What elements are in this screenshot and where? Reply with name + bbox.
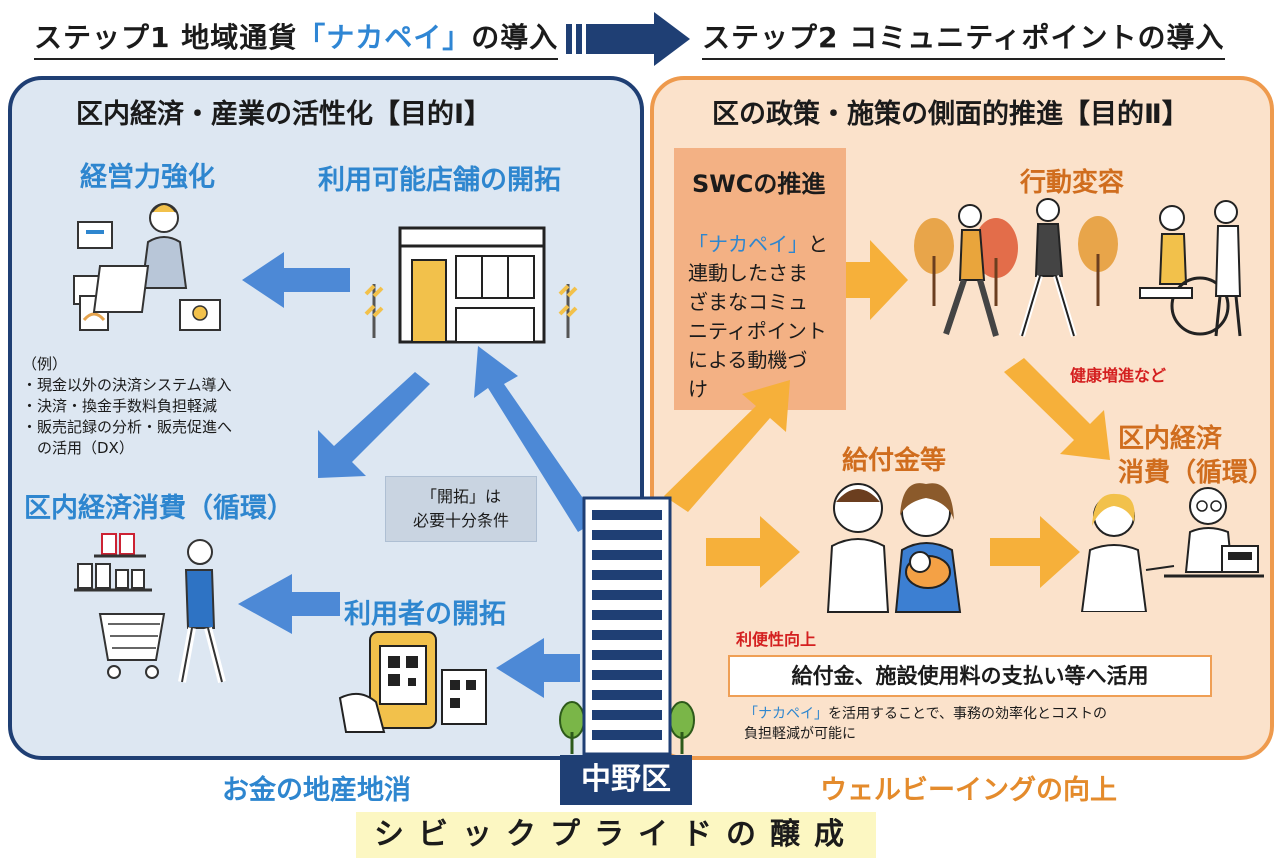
health-promotion-label: 健康増進など: [1070, 366, 1167, 385]
usage-box: 給付金、施設使用料の支払い等へ活用: [728, 655, 1212, 697]
nakapay-highlight: 「ナカペイ」: [297, 21, 472, 54]
economy-label-1: 区内経済: [1118, 424, 1223, 454]
nakapay-highlight: 「ナカペイ」: [688, 232, 808, 256]
wellbeing-label: ウェルビーイングの向上: [820, 775, 1117, 806]
ward-office-building-illustration: [559, 496, 695, 756]
qr-phone-illustration: [338, 631, 487, 733]
swc-title: SWCの推進: [692, 170, 826, 198]
store-illustration: [364, 226, 578, 344]
cashier-illustration: [1080, 487, 1264, 612]
arrow-users-to-shopper: [238, 574, 340, 634]
arrow-ward-to-swc: [664, 380, 790, 512]
stores-label: 利用可能店舗の開拓: [318, 165, 561, 196]
local-money-label: お金の地産地消: [222, 775, 411, 806]
step-transition-arrow: [566, 12, 690, 66]
examples-list: （例） ・現金以外の決済システム導入 ・決済・換金手数料負担軽減 ・販売記録の分…: [22, 354, 232, 459]
step2-title: ステップ2 コミュニティポイントの導入: [702, 16, 1225, 60]
users-label: 利用者の開拓: [344, 599, 506, 630]
management-label: 経営力強化: [80, 162, 215, 193]
arrow-swc-to-behavior: [846, 240, 908, 320]
benefits-label: 給付金等: [842, 446, 947, 476]
arrow-behavior-to-economy: [1004, 358, 1110, 460]
civic-pride-banner: シビックプライドの醸成: [356, 812, 876, 858]
arrow-store-to-management: [242, 252, 350, 308]
nakapay-highlight: 「ナカペイ」: [744, 706, 828, 722]
right-panel-title: 区の政策・施策の側面的推進【目的Ⅱ】: [712, 99, 1189, 130]
pioneering-note: 「開拓」は 必要十分条件: [385, 476, 537, 542]
example-line: ・現金以外の決済システム導入: [22, 376, 232, 394]
shopper-illustration: [74, 533, 226, 684]
arrow-benefits-to-economy: [990, 516, 1080, 588]
walking-people-illustration: [914, 198, 1242, 337]
example-line: （例）: [22, 355, 68, 373]
example-line: ・決済・換金手数料負担軽減: [22, 397, 218, 415]
circulation-label: 区内経済消費（循環）: [24, 493, 294, 524]
step1-title: ステップ1 地域通貨「ナカペイ」の導入: [34, 16, 559, 60]
economy-label-2: 消費（循環）: [1118, 458, 1275, 488]
efficiency-note: 「ナカペイ」を活用することで、事務の効率化とコストの 負担軽減が可能に: [744, 706, 1108, 742]
arrow-store-to-circulation: [318, 372, 430, 478]
example-line: ・販売記録の分析・販売促進へ: [22, 418, 233, 436]
arrow-ward-to-benefits: [706, 516, 800, 588]
convenience-label: 利便性向上: [736, 630, 817, 649]
nakano-ward-label: 中野区: [560, 755, 692, 805]
family-illustration: [826, 483, 962, 613]
behavior-change-label: 行動変容: [1020, 168, 1125, 198]
swc-description: 「ナカペイ」と 連動したさま ざまなコミュ ニティポイント による動機づ け: [688, 232, 828, 401]
swc-box: SWCの推進 「ナカペイ」と 連動したさま ざまなコミュ ニティポイント による…: [674, 148, 846, 410]
left-panel-title: 区内経済・産業の活性化【目的Ⅰ】: [76, 99, 492, 130]
arrow-ward-to-store: [474, 346, 598, 532]
office-worker-illustration: [73, 203, 221, 331]
example-line: の活用（DX）: [22, 439, 134, 457]
arrow-ward-to-users: [496, 638, 580, 698]
